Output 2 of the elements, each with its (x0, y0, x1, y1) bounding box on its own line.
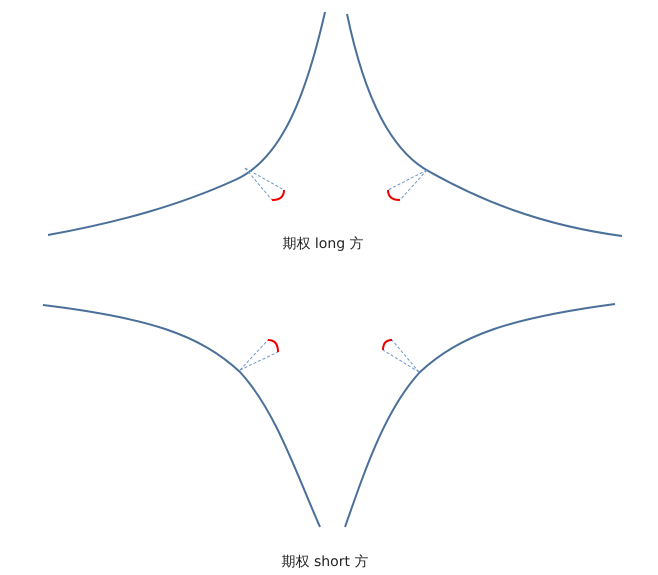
caption-text: 期权 short 方 (282, 553, 368, 571)
caption-text: 期权 long 方 (282, 235, 364, 253)
